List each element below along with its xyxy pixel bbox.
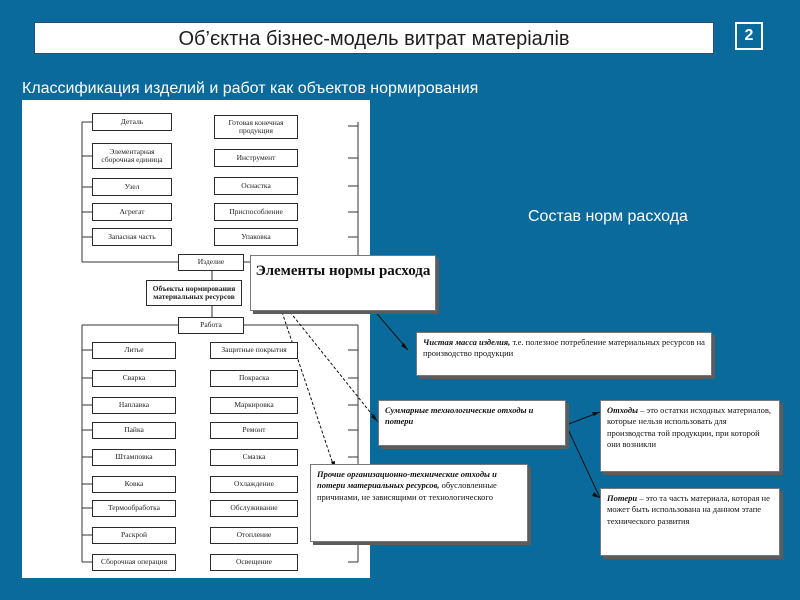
slide-title: Об’єктна бізнес-модель витрат матеріалів	[34, 22, 714, 54]
norm-composition-label: Состав норм расхода	[528, 208, 688, 225]
tech-waste-callout: Суммарные технологические отходы и потер…	[378, 400, 566, 446]
other-losses-term: Прочие организационно-технические отходы…	[317, 469, 497, 491]
net-mass-text: т.е. полезное потребление материальных р…	[423, 337, 705, 359]
tree-node-tooling: Оснастка	[214, 177, 298, 195]
tech-waste-term: Суммарные технологические отходы и потер…	[385, 405, 534, 427]
tree-node-cutting: Раскрой	[92, 527, 176, 544]
loss-callout: Потери – это та часть материала, которая…	[600, 488, 780, 556]
tree-node-surfacing: Наплавка	[92, 397, 176, 414]
tree-node-lubrication: Смазка	[210, 449, 298, 466]
tree-node-finished-product: Готовая конечная продукция	[214, 115, 298, 139]
tree-node-tool: Инструмент	[214, 149, 298, 167]
classification-subtitle: Классификация изделий и работ как объект…	[22, 80, 479, 97]
other-losses-text: обусловленные причинами, не зависящими о…	[317, 480, 497, 502]
tree-node-fixture: Приспособление	[214, 203, 298, 221]
waste-text: – это остатки исходных материалов, котор…	[607, 405, 772, 450]
tree-node-packaging: Упаковка	[214, 228, 298, 246]
tree-node-lighting: Освещение	[210, 554, 298, 571]
tree-node-soldering: Пайка	[92, 422, 176, 439]
tree-node-elementary-assembly: Элементарная сборочная единица	[92, 143, 172, 169]
tree-node-heating: Отопление	[210, 527, 298, 544]
loss-term: Потери	[607, 493, 638, 503]
tree-node-casting: Литье	[92, 342, 176, 359]
tree-node-marking: Маркировка	[210, 397, 298, 414]
tree-node-painting: Покраска	[210, 370, 298, 387]
tree-node-aggregate: Агрегат	[92, 203, 172, 221]
tree-node-repair: Ремонт	[210, 422, 298, 439]
other-losses-callout: Прочие организационно-технические отходы…	[310, 464, 528, 542]
tree-node-spare-part: Запасная часть	[92, 228, 172, 246]
tree-node-heat-treatment: Термообработка	[92, 500, 176, 517]
waste-callout: Отходы – это остатки исходных материалов…	[600, 400, 780, 472]
tree-node-stamping: Штамповка	[92, 449, 176, 466]
tree-node-protective-coatings: Защитные покрытия	[210, 342, 298, 359]
tree-node-assembly-operation: Сборочная операция	[92, 554, 176, 571]
tree-node-cooling: Охлаждение	[210, 476, 298, 493]
tree-node-unit: Узел	[92, 178, 172, 196]
tree-node-detail: Деталь	[92, 113, 172, 131]
tree-node-forging: Ковка	[92, 476, 176, 493]
tree-node-maintenance: Обслуживание	[210, 500, 298, 517]
tree-node-welding: Сварка	[92, 370, 176, 387]
tree-node-product-group: Изделие	[178, 254, 244, 271]
waste-term: Отходы	[607, 405, 639, 415]
net-mass-term: Чистая масса изделия,	[423, 337, 511, 347]
tree-node-root: Объекты нормирования материальных ресурс…	[146, 280, 242, 306]
tree-node-work-group: Работа	[178, 317, 244, 334]
net-mass-callout: Чистая масса изделия, т.е. полезное потр…	[416, 332, 712, 376]
loss-text: – это та часть материала, которая не мож…	[607, 493, 770, 526]
norm-elements-callout: Элементы нормы расхода	[250, 255, 436, 311]
page-number-badge: 2	[735, 22, 763, 50]
